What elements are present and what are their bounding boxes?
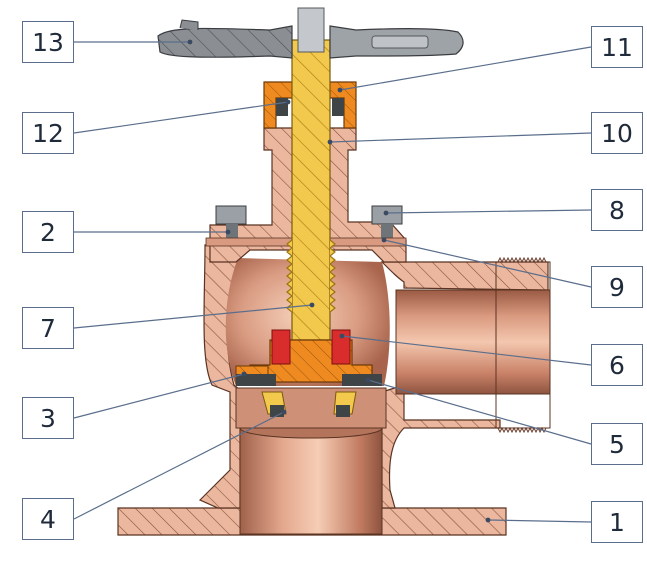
callout-12: 12 xyxy=(22,112,74,154)
leader-7 xyxy=(73,304,313,329)
callout-7: 7 xyxy=(22,307,74,349)
callout-5: 5 xyxy=(591,423,643,465)
leader-4 xyxy=(73,411,285,520)
leader-11 xyxy=(339,46,592,91)
leader-1 xyxy=(487,519,592,523)
callout-13: 13 xyxy=(22,21,74,63)
callout-3: 3 xyxy=(22,397,74,439)
callout-6: 6 xyxy=(591,344,643,386)
disc-assembly xyxy=(235,329,382,417)
leader-lines xyxy=(73,41,592,523)
leader-8 xyxy=(385,209,592,214)
leader-6 xyxy=(341,335,592,366)
callout-11: 11 xyxy=(591,26,643,68)
callout-10: 10 xyxy=(591,112,643,154)
callout-2: 2 xyxy=(22,211,74,253)
valve-stem xyxy=(286,7,336,341)
leader-9 xyxy=(383,239,592,288)
callout-8: 8 xyxy=(591,189,643,231)
callout-1: 1 xyxy=(591,501,643,543)
handwheel xyxy=(157,19,464,59)
callout-9: 9 xyxy=(591,266,643,308)
leader-12 xyxy=(73,101,289,134)
leader-5 xyxy=(367,379,592,445)
valve-body xyxy=(117,244,551,536)
leader-10 xyxy=(329,132,592,143)
leader-dots xyxy=(187,39,491,523)
leader-3 xyxy=(73,373,245,419)
callout-4: 4 xyxy=(22,498,74,540)
